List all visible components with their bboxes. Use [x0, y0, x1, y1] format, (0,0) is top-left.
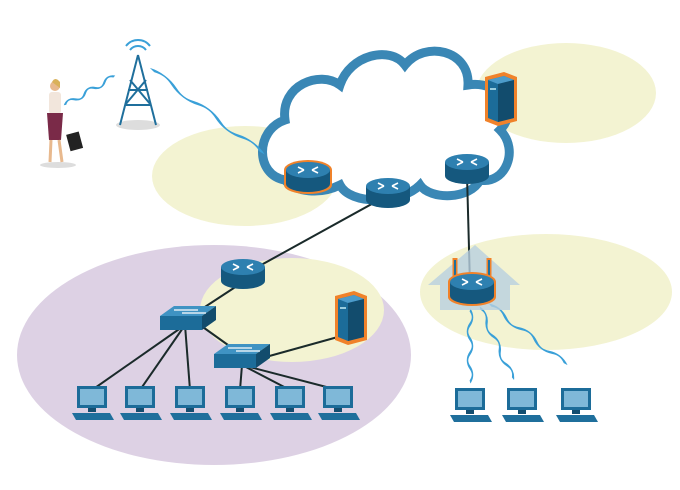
server-icon[interactable]: [485, 72, 517, 126]
pc-icon[interactable]: [502, 388, 544, 422]
router-icon[interactable]: [448, 272, 496, 306]
zone-top-right-yellow: [476, 43, 656, 143]
router-icon[interactable]: [444, 153, 490, 185]
router-icon[interactable]: [220, 258, 266, 290]
router-icon[interactable]: [365, 177, 411, 209]
router-icon[interactable]: [284, 160, 332, 194]
server-icon[interactable]: [335, 291, 367, 345]
pc-group-home: [450, 388, 598, 422]
cell-tower-icon: [116, 39, 160, 130]
person-icon: [40, 79, 84, 168]
wireless-router[interactable]: [448, 258, 496, 306]
pc-icon[interactable]: [556, 388, 598, 422]
pc-icon[interactable]: [450, 388, 492, 422]
